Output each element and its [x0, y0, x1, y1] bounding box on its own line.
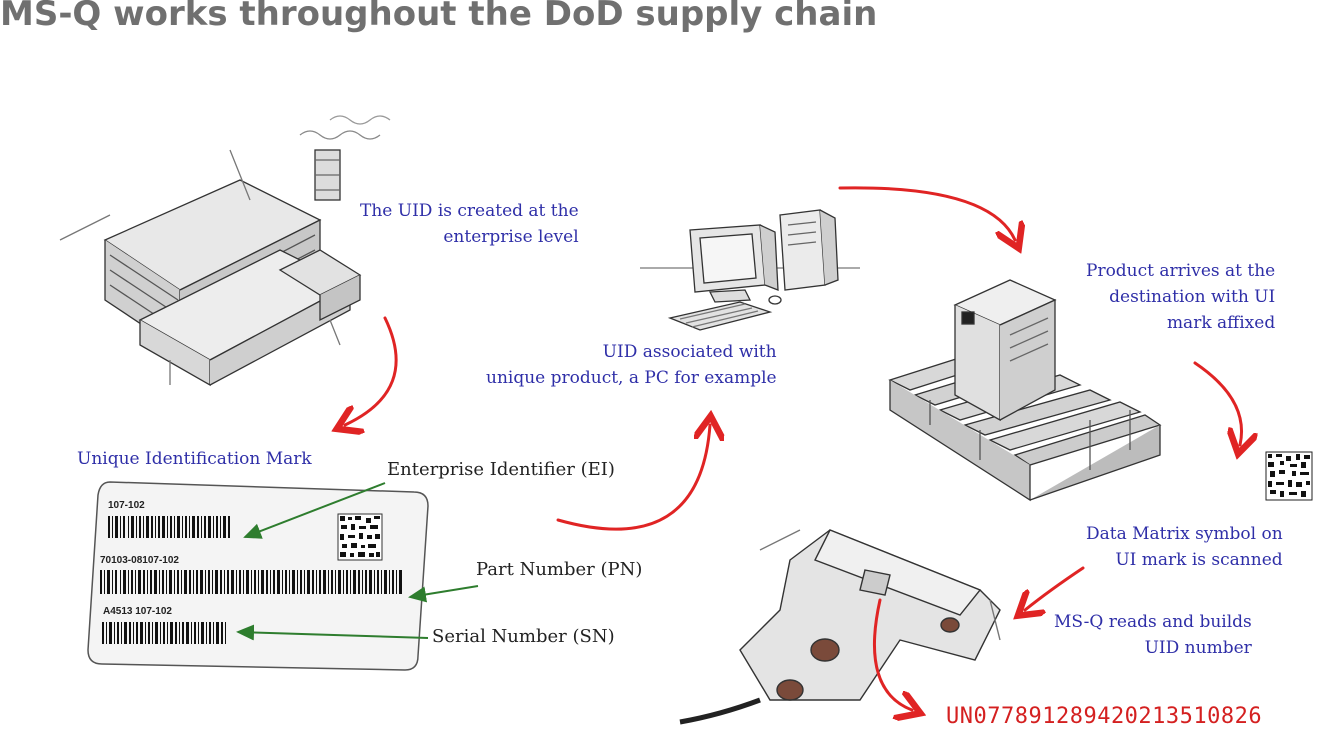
pallet-sketch-icon: [888, 279, 1162, 502]
card-line-2: 70103-08107-102: [100, 555, 179, 566]
card-line-3: A4513 107-102: [103, 606, 172, 617]
caption-arrives-line1: Product arrives at the: [1086, 261, 1276, 281]
caption-uid-mark: Unique Identification Mark: [77, 449, 312, 469]
caption-scanned-line2: UI mark is scanned: [1115, 550, 1283, 570]
computer-sketch-icon: [640, 209, 860, 331]
arrow-scanner-to-uid: [873, 598, 912, 710]
caption-msq-line1: MS-Q reads and builds: [1054, 612, 1252, 632]
barcode-pn: [100, 570, 402, 594]
pointer-arrows: [236, 482, 479, 641]
caption-msq: MS-Q reads and builds UID number: [1054, 609, 1252, 661]
arrow-card-to-pc: [556, 425, 710, 531]
flow-arrows: [345, 186, 1242, 710]
uid-card: [87, 481, 429, 671]
barcode-ei: [108, 516, 230, 538]
caption-scanned: Data Matrix symbol on UI mark is scanned: [1086, 521, 1283, 573]
caption-msq-line2: UID number: [1144, 638, 1252, 658]
caption-enterprise: The UID is created at the enterprise lev…: [360, 198, 579, 250]
barcode-sn: [102, 622, 226, 644]
card-data-matrix-icon: [337, 513, 383, 561]
scanner-sketch-icon: [679, 529, 1001, 725]
arrow-to-scanner: [1025, 566, 1085, 610]
pointer-ei: [243, 482, 386, 539]
caption-pc-line1: UID associated with: [602, 342, 777, 362]
caption-scanned-line1: Data Matrix symbol on: [1086, 524, 1283, 544]
page-title: MS-Q works throughout the DoD supply cha…: [0, 0, 878, 34]
caption-enterprise-line2: enterprise level: [443, 227, 579, 247]
caption-arrives-line3: mark affixed: [1166, 313, 1276, 333]
factory-sketch-icon: [59, 115, 391, 387]
caption-arrives-line2: destination with UI: [1109, 287, 1276, 307]
caption-arrives: Product arrives at the destination with …: [1086, 258, 1275, 336]
uid-number: UN077891289420213510826: [946, 704, 1263, 729]
label-serial-number: Serial Number (SN): [432, 626, 615, 647]
pointer-sn: [236, 624, 429, 641]
caption-pc-line2: unique product, a PC for example: [486, 368, 777, 388]
caption-pc: UID associated with unique product, a PC…: [486, 339, 777, 391]
arrow-factory-to-mark: [345, 316, 398, 425]
label-part-number: Part Number (PN): [476, 559, 643, 580]
caption-enterprise-line1: The UID is created at the: [360, 201, 579, 221]
pointer-pn: [408, 585, 479, 603]
card-line-1: 107-102: [108, 500, 145, 511]
arrow-pallet-to-matrix: [1193, 361, 1242, 445]
arrow-pc-to-pallet: [838, 186, 1015, 240]
label-enterprise-identifier: Enterprise Identifier (EI): [387, 459, 615, 480]
data-matrix-icon: [1265, 451, 1313, 501]
